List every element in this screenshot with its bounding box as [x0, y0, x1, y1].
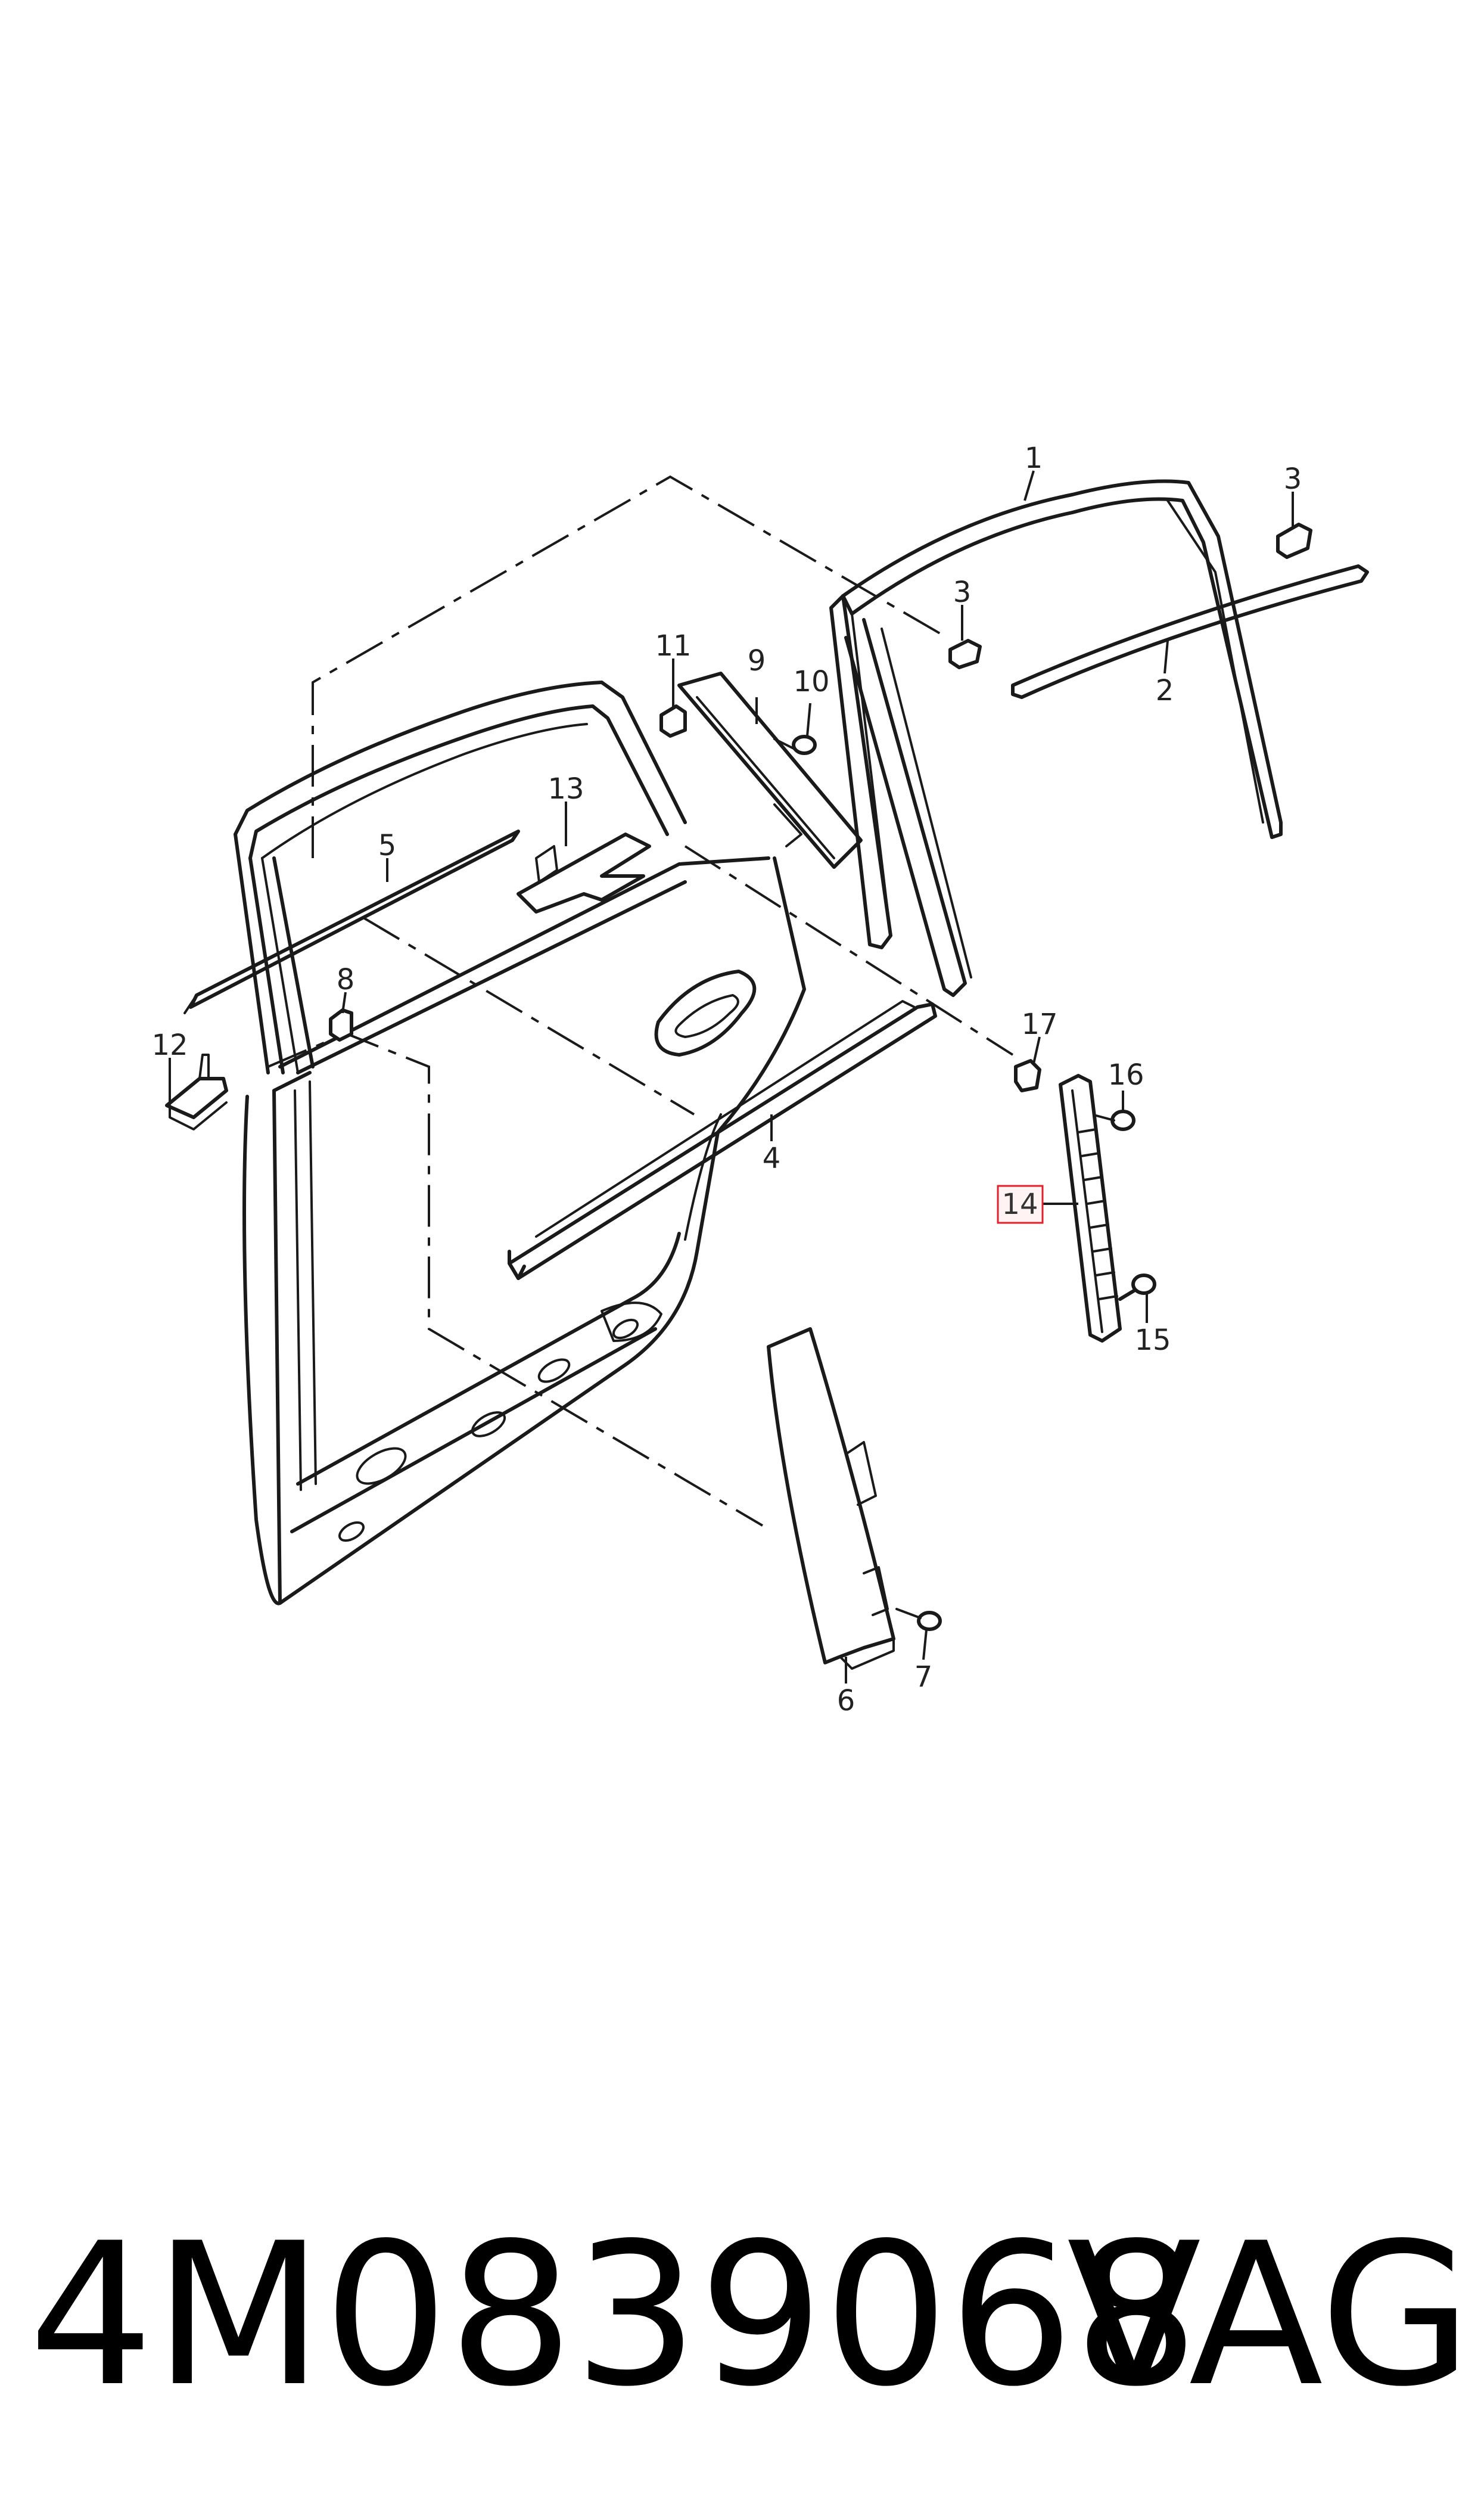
part-17-clip	[1014, 1059, 1041, 1092]
label-13: 13	[547, 772, 584, 806]
part-14-trim-strip	[1059, 1074, 1122, 1343]
part-13-bracket	[517, 833, 651, 914]
label-14-highlight-box	[997, 1185, 1044, 1224]
label-17: 17	[1021, 1008, 1057, 1041]
leader-lines	[169, 470, 1294, 1684]
label-4: 4	[763, 1142, 781, 1175]
part-10-screw	[773, 735, 817, 755]
part-labels: 1 2 3 3 4 5 6 7 8 9 10 11 12 13 14 15 16…	[151, 442, 1302, 1717]
part-7-screw	[895, 1608, 942, 1631]
label-3a: 3	[1284, 462, 1302, 496]
part-15-screw	[1118, 1274, 1156, 1301]
label-12: 12	[151, 1029, 188, 1062]
label-1: 1	[1025, 442, 1043, 475]
label-5: 5	[378, 829, 397, 862]
label-6: 6	[837, 1684, 855, 1717]
part-1-window-frame-trim	[829, 479, 1283, 997]
part-3-clip-lower	[948, 639, 982, 669]
part-9-trim	[677, 672, 863, 869]
label-11: 11	[655, 629, 691, 663]
part-11-clip	[659, 704, 687, 738]
label-14: 14	[1001, 1188, 1038, 1221]
label-8: 8	[337, 963, 355, 996]
part-5-inner-seal	[183, 830, 520, 1014]
label-3b: 3	[953, 576, 972, 609]
part-16-screw	[1095, 1110, 1135, 1131]
part-2-seal-strip	[1011, 564, 1369, 699]
label-7: 7	[914, 1660, 933, 1694]
brand-name: VAG	[1066, 2201, 1472, 2430]
part-6-pillar-trim	[767, 1327, 895, 1670]
label-15: 15	[1134, 1324, 1171, 1357]
label-10: 10	[793, 665, 829, 698]
label-2: 2	[1156, 674, 1174, 707]
label-9: 9	[748, 644, 766, 678]
door-shell	[234, 681, 806, 1605]
part-3-clip-upper	[1276, 523, 1312, 559]
part-4-belt-moulding	[508, 1000, 937, 1280]
part-number: 4M0839068	[29, 2201, 1199, 2430]
label-16: 16	[1107, 1058, 1144, 1092]
part-8-clip	[329, 1008, 353, 1042]
part-12-bracket	[165, 1054, 228, 1130]
